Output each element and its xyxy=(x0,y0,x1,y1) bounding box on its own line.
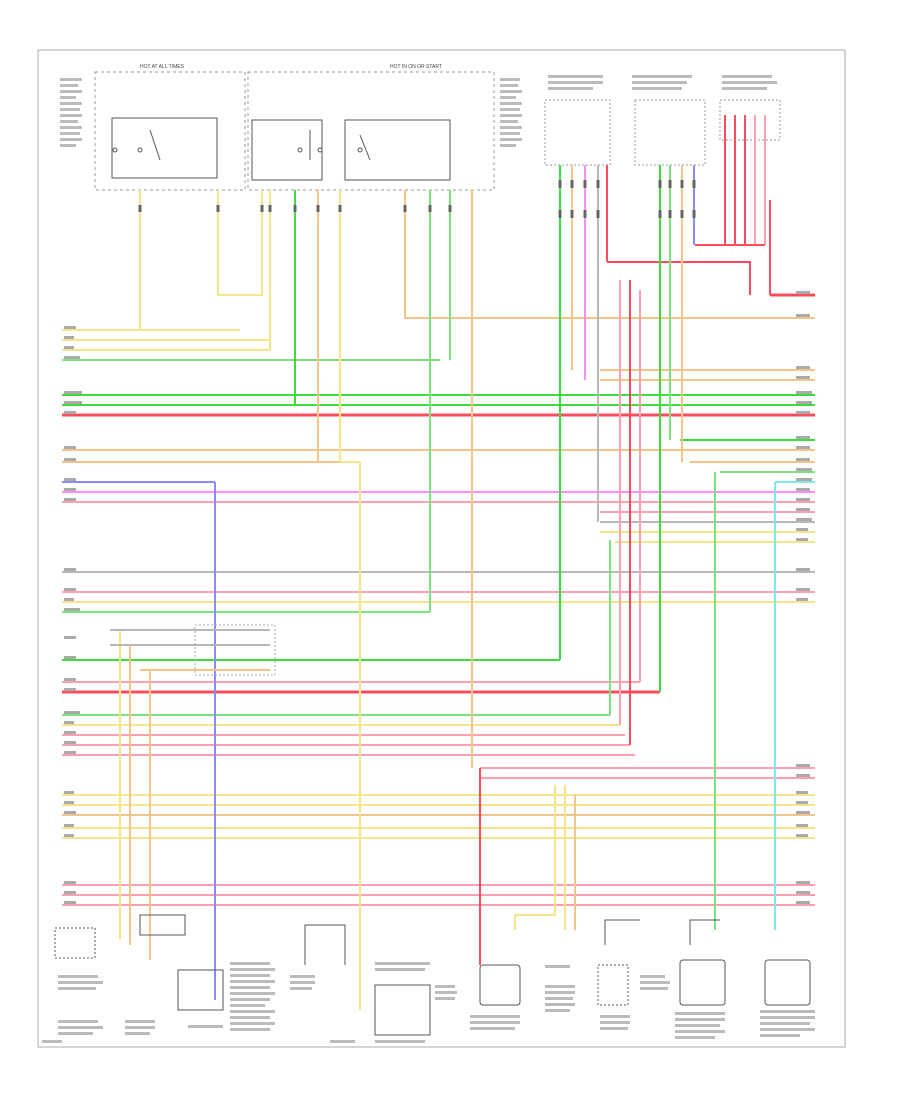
fuse-box-left-label: HOT AT ALL TIMES xyxy=(140,64,185,70)
relay-right xyxy=(344,119,451,181)
diagram-frame xyxy=(37,49,846,1048)
module-tilt xyxy=(544,99,611,166)
module-telescopic xyxy=(634,99,706,166)
bottom-components xyxy=(54,914,811,1036)
connector-pins-top xyxy=(138,180,696,218)
module-seat xyxy=(719,99,781,141)
horizontal-wires xyxy=(62,293,815,906)
edge-wire-labels xyxy=(64,291,812,904)
tiny-label-blocks xyxy=(60,75,777,147)
relay-internals xyxy=(112,129,371,161)
relay-left xyxy=(111,117,218,179)
fuse-box-right-label: HOT IN ON OR START xyxy=(390,64,442,70)
inline-connectors xyxy=(110,624,276,676)
fuse-box-right-outline xyxy=(247,71,495,191)
fuse-box-left-outline xyxy=(94,71,246,191)
vertical-wires xyxy=(119,115,776,1010)
relay-mid xyxy=(251,119,323,181)
bottom-label-blocks xyxy=(42,962,815,1043)
